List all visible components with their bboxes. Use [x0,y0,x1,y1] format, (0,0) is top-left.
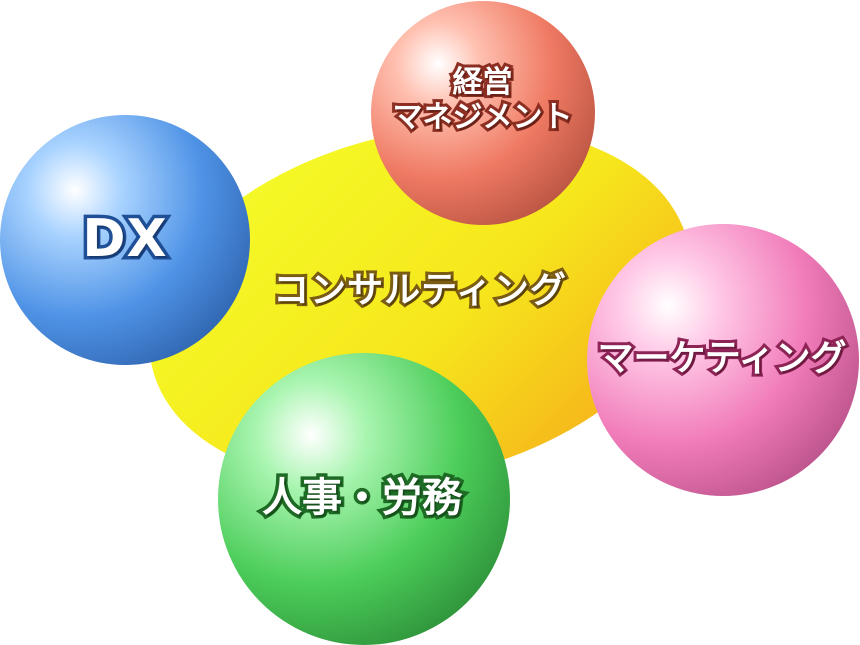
hr-sphere [218,353,510,645]
marketing-sphere [587,224,859,496]
consulting-label: コンサルティング [270,267,569,314]
management-label: 経営 マネジメント [370,63,595,137]
dx-sphere [0,115,250,365]
marketing-label: マーケティング [594,335,849,382]
hr-label: 人事・労務 [259,472,466,525]
management-sphere [371,1,595,225]
dx-label: DX [79,206,170,273]
management-label-line2: マネジメント [390,97,576,137]
management-label-line1: 経営 [450,63,516,103]
